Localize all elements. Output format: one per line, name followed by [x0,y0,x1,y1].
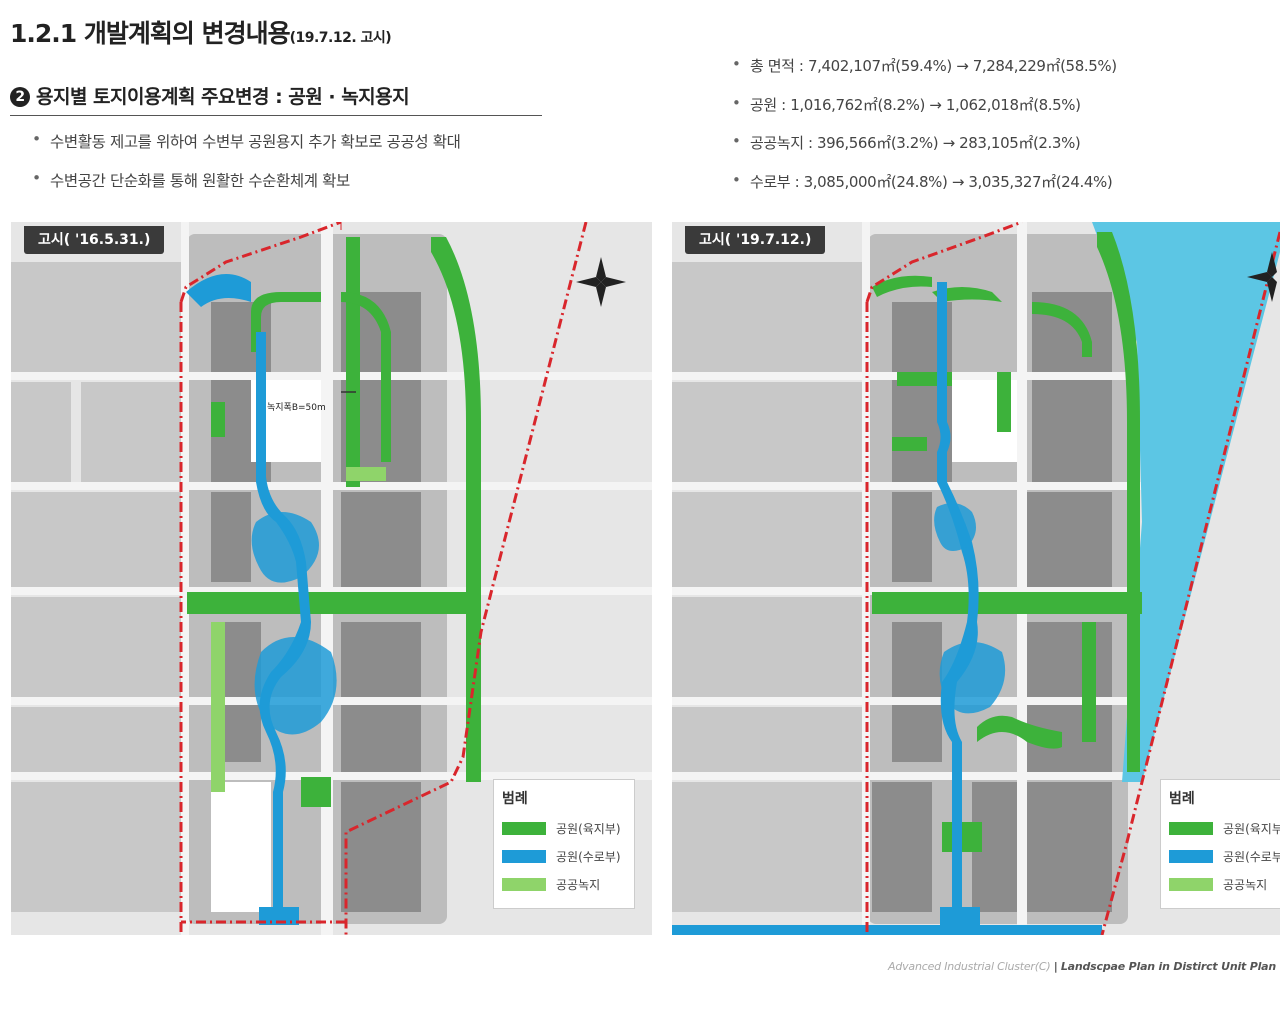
map-date-tag: 고시( '16.5.31.) [24,226,165,254]
section-subtitle: 2 용지별 토지이용계획 주요변경 : 공원 · 녹지용지 [10,82,542,116]
list-item: 수변공간 단순화를 통해 원활한 수순환체계 확보 [32,169,460,208]
map-panel-2019: 고시( '19.7.12.) 범례 공원(육지부) 공원(수로부) 공공녹지 [672,222,1280,935]
legend-label: 공원(육지부) [556,822,621,836]
list-item: 총 면적 : 7,402,107㎡(59.4%) → 7,284,229㎡(58… [732,55,1117,94]
footer-left: Advanced Industrial Cluster(C) [888,960,1051,973]
legend-swatch [1169,822,1213,835]
legend-swatch [1169,850,1213,863]
legend-swatch [1169,878,1213,891]
legend-item-public-green: 공공녹지 [1169,876,1267,892]
legend-swatch [502,878,546,891]
list-item: 수변활동 제고를 위하여 수변부 공원용지 추가 확보로 공공성 확대 [32,130,461,169]
legend-label: 공원(육지부) [1223,822,1280,836]
legend-item-park-water: 공원(수로부) [502,848,621,864]
legend-swatch [502,850,546,863]
green-width-annotation: 녹지폭B=50m [267,402,326,413]
legend-title: 범례 [502,791,528,807]
list-item: 공원 : 1,016,762㎡(8.2%) → 1,062,018㎡(8.5%) [732,94,1117,133]
legend-item-park-water: 공원(수로부) [1169,848,1280,864]
north-arrow-icon [576,257,626,307]
right-bullet-list: 총 면적 : 7,402,107㎡(59.4%) → 7,284,229㎡(58… [732,55,1117,209]
section-subtitle-text: 용지별 토지이용계획 주요변경 : 공원 · 녹지용지 [36,86,410,108]
footer-separator: | [1053,960,1058,973]
legend-title: 범례 [1169,791,1195,807]
legend-item-park-land: 공원(육지부) [1169,820,1280,836]
north-arrow-icon [1247,252,1277,302]
footer-right: Landscpae Plan in Distirct Unit Plan [1060,960,1277,973]
legend-label: 공원(수로부) [1223,850,1280,864]
page-title: 1.2.1 개발계획의 변경내용(19.7.12. 고시) [10,14,392,50]
title-text: 1.2.1 개발계획의 변경내용 [10,19,291,48]
legend-item-park-land: 공원(육지부) [502,820,621,836]
legend-label: 공공녹지 [1223,878,1268,892]
legend-item-public-green: 공공녹지 [502,876,600,892]
land-use-map-2016: 녹지폭B=50m [11,222,652,935]
map-legend: 범례 공원(육지부) 공원(수로부) 공공녹지 [493,779,635,909]
map-date-tag: 고시( '19.7.12.) [685,226,826,254]
legend-label: 공원(수로부) [556,850,621,864]
section-number-badge: 2 [10,87,30,107]
title-note: (19.7.12. 고시) [289,30,392,46]
legend-swatch [502,822,546,835]
left-bullet-list: 수변활동 제고를 위하여 수변부 공원용지 추가 확보로 공공성 확대 수변공간… [32,130,461,208]
list-item: 공공녹지 : 396,566㎡(3.2%) → 283,105㎡(2.3%) [732,132,1117,171]
map-panel-2016: 녹지폭B=50m 고시( '16.5.31.) 범례 공원(육지부) 공원(수로… [11,222,652,935]
list-item: 수로부 : 3,085,000㎡(24.8%) → 3,035,327㎡(24.… [732,171,1117,210]
legend-label: 공공녹지 [556,878,601,892]
map-legend: 범례 공원(육지부) 공원(수로부) 공공녹지 [1160,779,1280,909]
page-footer: Advanced Industrial Cluster(C) | Landscp… [888,960,1276,973]
